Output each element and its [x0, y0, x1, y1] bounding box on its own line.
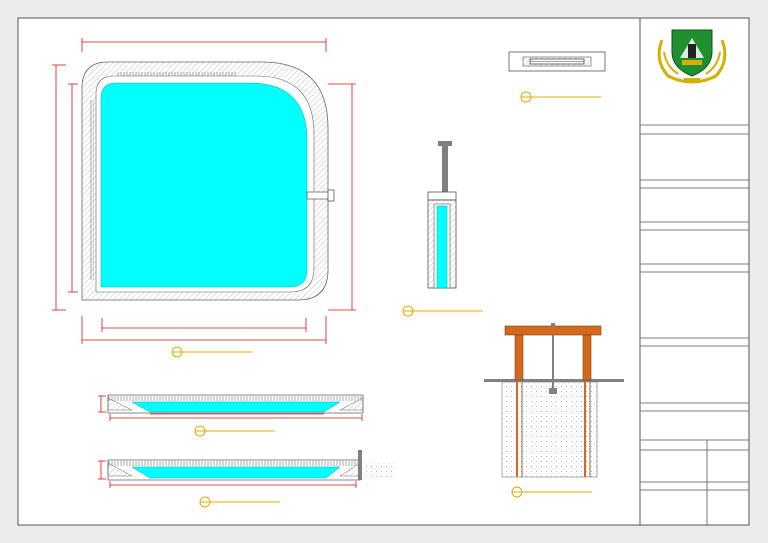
section-a-water [131, 401, 341, 413]
frame-crossbeam [504, 325, 602, 336]
section-b-outlet [358, 450, 362, 480]
title-block [640, 29, 749, 525]
outlet-pipe [306, 191, 330, 200]
detail-callout-icon [199, 496, 280, 508]
gate-water-channel [436, 205, 448, 289]
frame-post-left [514, 334, 524, 381]
detail-callout-icon [511, 486, 592, 498]
frame-post-right [582, 334, 592, 381]
gate-section-view [402, 141, 483, 317]
frame-elevation-view [484, 323, 624, 498]
plan-view [52, 38, 356, 358]
section-b-water [131, 466, 341, 479]
detail-callout-icon [194, 425, 275, 437]
detail-callout-icon [402, 305, 483, 317]
gate-plan-view [508, 51, 606, 103]
gate-spindle [438, 141, 452, 146]
regional-emblem-icon [657, 29, 727, 84]
section-b-view [98, 450, 396, 508]
detail-callout-icon [520, 91, 601, 103]
plan-dimensions [52, 38, 356, 344]
outlet-gate [327, 189, 335, 202]
pond-water [100, 82, 308, 288]
section-a-view [98, 394, 364, 437]
detail-callout-icon [171, 346, 252, 358]
